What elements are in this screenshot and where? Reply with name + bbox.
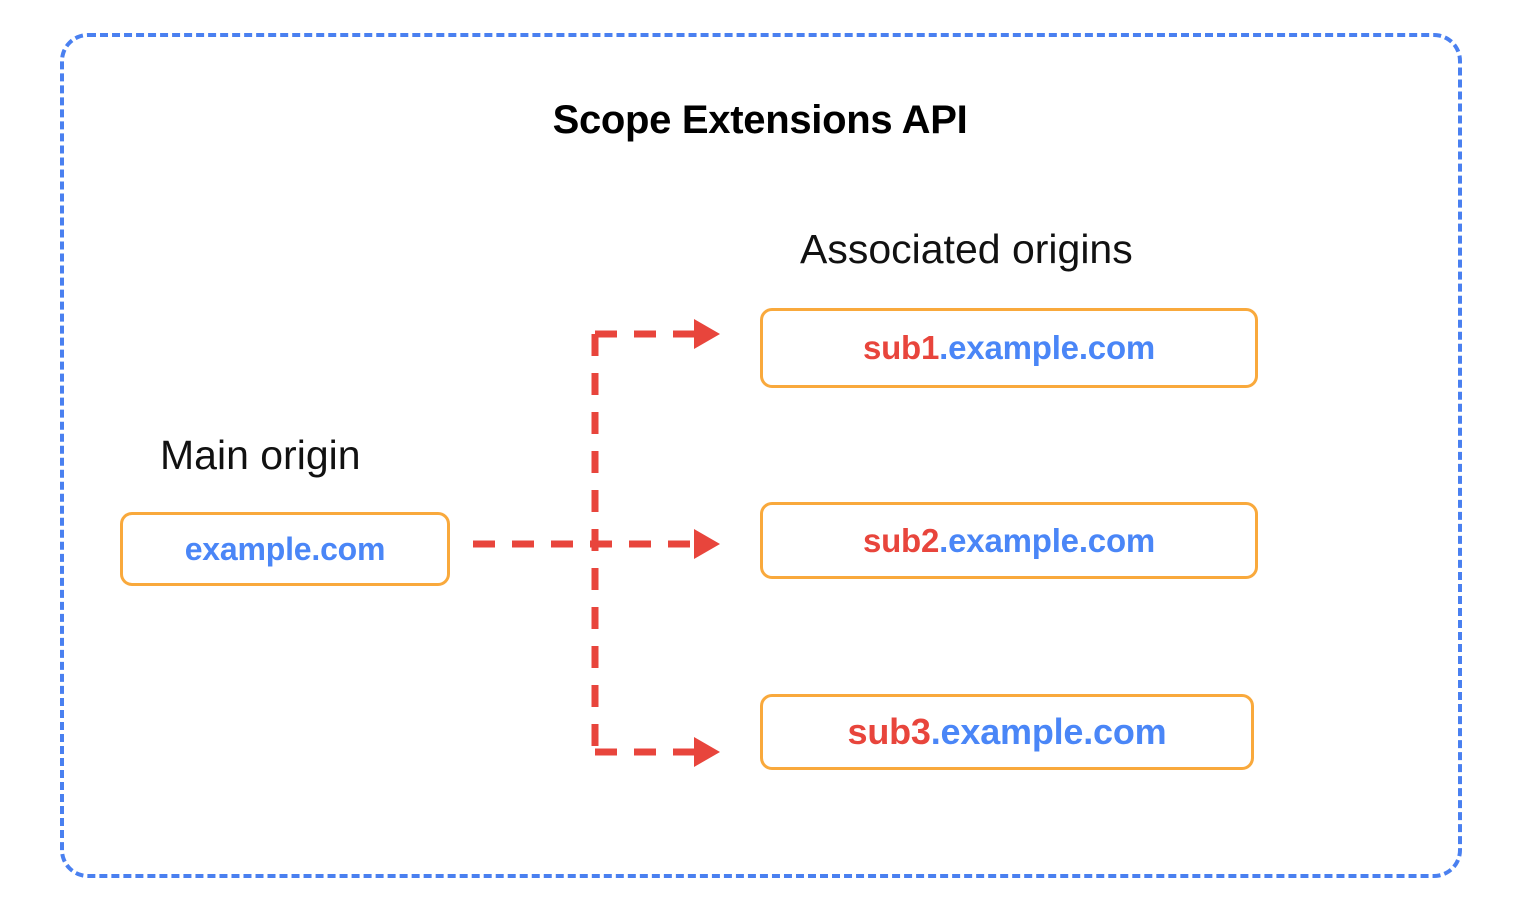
associated-origin-text-sub2: sub2.example.com [863,522,1155,560]
associated-origin-box-sub1[interactable]: sub1.example.com [760,308,1258,388]
associated-origin-box-sub2[interactable]: sub2.example.com [760,502,1258,579]
main-origin-box[interactable]: example.com [120,512,450,586]
associated-origin-domain-3: .example.com [930,711,1167,752]
page-title: Scope Extensions API [552,98,968,142]
associated-origin-box-sub3[interactable]: sub3.example.com [760,694,1254,770]
associated-origin-text-sub3: sub3.example.com [848,711,1167,753]
scope-extensions-frame [60,33,1462,878]
associated-origin-domain-2: .example.com [939,521,1156,559]
associated-origin-sub-1: sub1 [862,329,940,366]
associated-origin-sub-2: sub2 [862,521,940,559]
main-origin-domain: example.com [184,530,386,567]
associated-origin-sub-3: sub3 [847,711,931,752]
main-origin-text: example.com [185,531,386,568]
associated-origins-label: Associated origins [800,226,1133,272]
associated-origin-text-sub1: sub1.example.com [863,329,1155,367]
main-origin-label: Main origin [160,432,361,478]
associated-origin-domain-1: .example.com [939,329,1156,366]
